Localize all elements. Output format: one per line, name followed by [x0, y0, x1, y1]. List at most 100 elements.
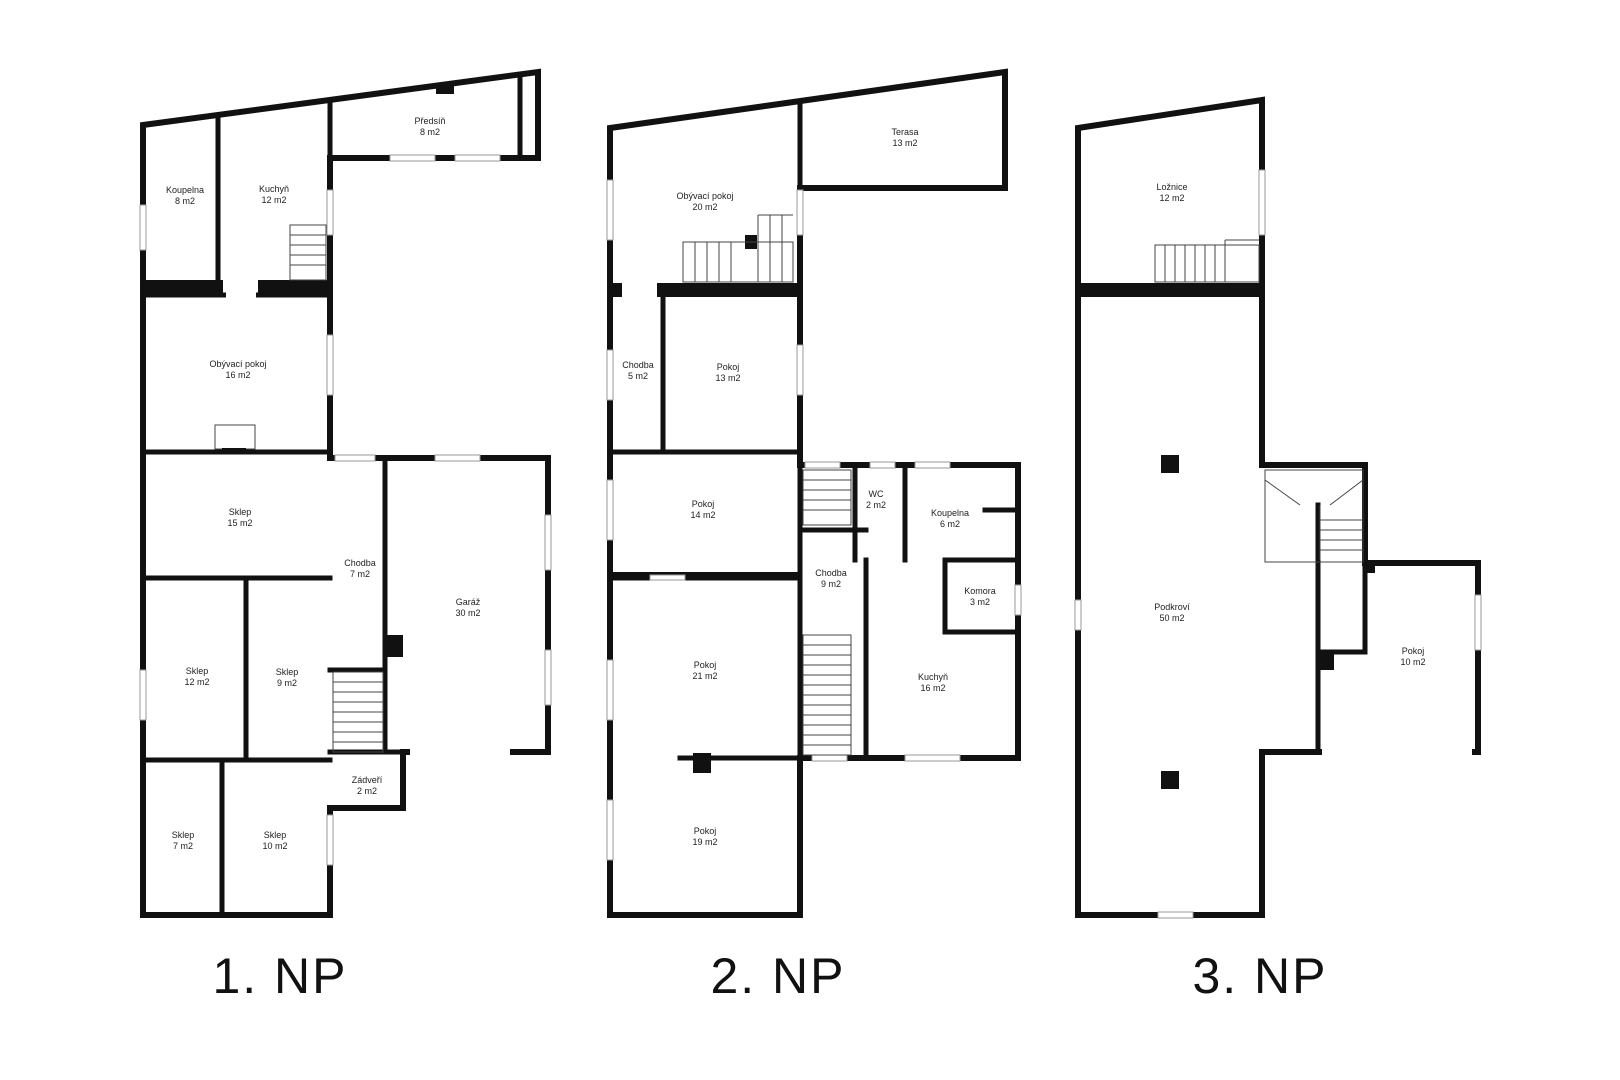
- room-name: Chodba: [815, 568, 847, 578]
- room-name: Terasa: [891, 127, 918, 137]
- room-area: 13 m2: [715, 373, 740, 383]
- stairs-steps: [694, 214, 793, 282]
- room-area: 19 m2: [692, 837, 717, 847]
- room-area: 8 m2: [175, 196, 195, 206]
- room-area: 21 m2: [692, 671, 717, 681]
- room-name: Pokoj: [694, 660, 717, 670]
- window: [326, 189, 334, 236]
- room-name: Koupelna: [166, 185, 204, 195]
- room-area: 15 m2: [227, 518, 252, 528]
- door-opening: [1322, 748, 1472, 757]
- stairs-steps: [333, 681, 383, 743]
- window: [139, 669, 147, 721]
- room-name: Obývací pokoj: [676, 191, 733, 201]
- wall-block: [610, 572, 800, 580]
- wall-block: [657, 283, 800, 297]
- room-name: Sklep: [172, 830, 195, 840]
- room-area: 2 m2: [866, 500, 886, 510]
- room-area: 9 m2: [821, 579, 841, 589]
- wall-block: [1161, 771, 1179, 789]
- wall-block: [1365, 563, 1375, 573]
- window: [606, 179, 614, 241]
- room-name: WC: [869, 489, 884, 499]
- window: [649, 574, 686, 581]
- wall-block: [1161, 455, 1179, 473]
- floor-1-plan: Předsíň 8 m2 Koupelna 8 m2 Kuchyň 12 m2 …: [139, 68, 552, 1004]
- wall-block: [143, 280, 223, 294]
- stairs-steps: [803, 479, 851, 511]
- floor-2-outline: [607, 68, 1021, 918]
- room-area: 2 m2: [357, 786, 377, 796]
- floor-3-outline: [1075, 96, 1481, 918]
- room-area: 7 m2: [173, 841, 193, 851]
- room-name: Obývací pokoj: [209, 359, 266, 369]
- window: [454, 154, 501, 162]
- room-area: 16 m2: [225, 370, 250, 380]
- wall-block: [1078, 283, 1262, 297]
- room-name: Kuchyň: [918, 672, 948, 682]
- wall-block: [610, 283, 622, 297]
- floor-3-interior-walls: [1315, 502, 1368, 755]
- room-area: 13 m2: [892, 138, 917, 148]
- window: [811, 754, 848, 762]
- door-opening: [226, 290, 256, 299]
- room-name: Sklep: [229, 507, 252, 517]
- stairs-steps: [290, 234, 326, 266]
- floor-2-interior-walls: [607, 102, 1021, 761]
- stairs: [802, 469, 852, 526]
- fireplace-base: [222, 448, 246, 454]
- window: [1074, 599, 1082, 631]
- floor-3-plan: Ložnice 12 m2 Podkroví 50 m2 Pokoj 10 m2…: [1074, 96, 1482, 1004]
- room-area: 3 m2: [970, 597, 990, 607]
- stairs-steps: [1264, 479, 1364, 560]
- window: [1258, 169, 1266, 236]
- room-name: Pokoj: [692, 499, 715, 509]
- window: [606, 659, 614, 721]
- floor-label: 2. NP: [710, 948, 845, 1004]
- stairs: [1154, 244, 1260, 283]
- room-name: Pokoj: [717, 362, 740, 372]
- window: [869, 461, 896, 469]
- floor-1-outline: [140, 68, 551, 918]
- window: [1014, 584, 1022, 616]
- room-name: Sklep: [276, 667, 299, 677]
- stairs-steps: [1164, 239, 1259, 282]
- room-name: Sklep: [264, 830, 287, 840]
- window: [796, 189, 804, 236]
- window: [389, 154, 436, 162]
- stairs-steps: [803, 644, 851, 746]
- room-name: Garáž: [456, 597, 481, 607]
- floor-label: 1. NP: [212, 948, 347, 1004]
- room-name: Chodba: [622, 360, 654, 370]
- window: [326, 334, 334, 396]
- room-area: 30 m2: [455, 608, 480, 618]
- window: [544, 649, 552, 706]
- room-area: 50 m2: [1159, 613, 1184, 623]
- wall-block: [258, 280, 330, 294]
- room-name: Předsíň: [414, 116, 445, 126]
- room-area: 14 m2: [690, 510, 715, 520]
- window: [804, 461, 841, 469]
- room-area: 10 m2: [1400, 657, 1425, 667]
- room-name: Komora: [964, 586, 996, 596]
- room-area: 20 m2: [692, 202, 717, 212]
- window: [1474, 594, 1482, 651]
- window: [434, 454, 481, 462]
- room-area: 6 m2: [940, 519, 960, 529]
- fireplace: [214, 424, 256, 450]
- room-name: Chodba: [344, 558, 376, 568]
- wall-block: [436, 86, 454, 94]
- room-area: 10 m2: [262, 841, 287, 851]
- stairs: [682, 241, 794, 283]
- room-name: Kuchyň: [259, 184, 289, 194]
- floor-2-plan: Terasa 13 m2 Obývací pokoj 20 m2 Chodba …: [606, 68, 1022, 1004]
- window: [796, 344, 804, 396]
- stairs: [1264, 469, 1364, 563]
- floor-label: 3. NP: [1192, 948, 1327, 1004]
- room-area: 5 m2: [628, 371, 648, 381]
- room-area: 12 m2: [261, 195, 286, 205]
- stairs: [289, 224, 327, 281]
- room-area: 12 m2: [1159, 193, 1184, 203]
- window: [914, 461, 951, 469]
